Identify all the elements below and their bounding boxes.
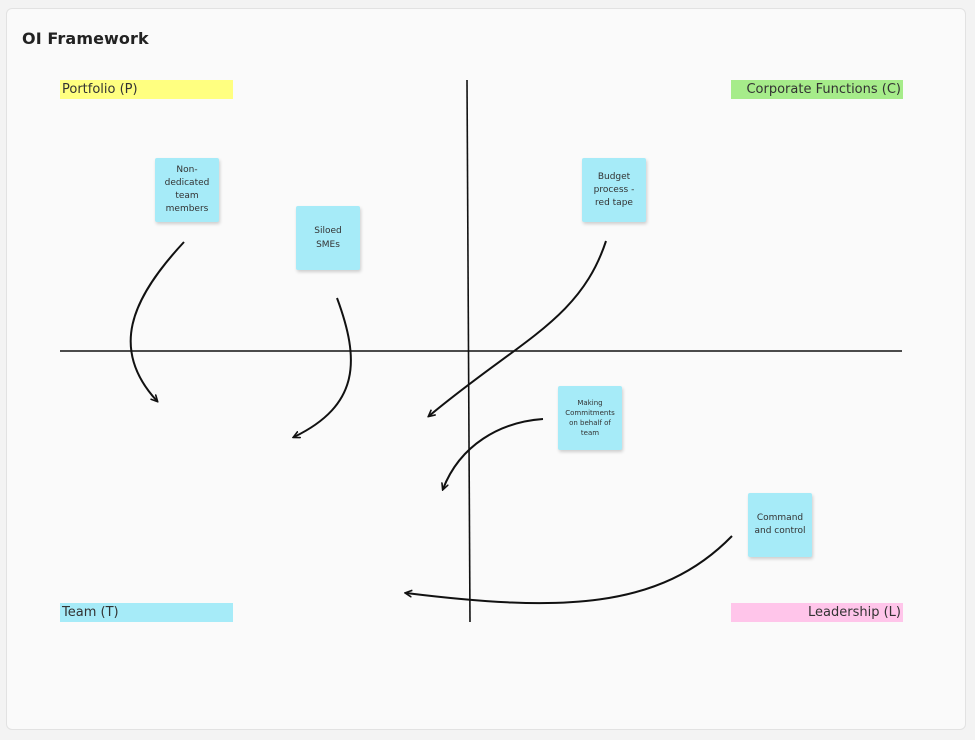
sticky-note-siloed-smes-text: Siloed SMEs — [314, 226, 342, 250]
sticky-note-non-dedicated[interactable]: Non-dedicated team members — [155, 158, 219, 222]
quadrant-label-portfolio[interactable]: Portfolio (P) — [60, 80, 233, 99]
sticky-note-command-control[interactable]: Command and control — [748, 493, 812, 557]
sticky-note-making-commitments-text: Making Commitments on behalf of team — [565, 399, 615, 437]
board-title: OI Framework — [22, 29, 149, 48]
quadrant-label-leadership-text: Leadership (L) — [808, 605, 901, 620]
quadrant-label-corporate-text: Corporate Functions (C) — [746, 82, 901, 97]
sticky-note-command-control-text: Command and control — [754, 513, 806, 536]
arrow-making-commitments-to-team[interactable] — [443, 418, 544, 489]
quadrant-label-team-text: Team (T) — [62, 605, 119, 620]
quadrant-label-corporate[interactable]: Corporate Functions (C) — [731, 80, 903, 99]
sticky-note-budget-process[interactable]: Budget process - red tape — [582, 158, 646, 222]
sticky-note-siloed-smes[interactable]: Siloed SMEs — [296, 206, 360, 270]
quadrant-label-leadership[interactable]: Leadership (L) — [731, 603, 903, 622]
arrow-non-dedicated-to-team[interactable] — [129, 241, 185, 401]
quadrant-label-team[interactable]: Team (T) — [60, 603, 233, 622]
sticky-note-budget-process-text: Budget process - red tape — [593, 171, 635, 208]
sticky-note-making-commitments[interactable]: Making Commitments on behalf of team — [558, 386, 622, 450]
quadrant-label-portfolio-text: Portfolio (P) — [62, 82, 138, 97]
arrow-siloed-smes-to-team[interactable] — [294, 297, 352, 437]
arrow-budget-process-to-team[interactable] — [429, 240, 607, 416]
arrow-command-control-to-team[interactable] — [406, 535, 733, 605]
sticky-note-non-dedicated-text: Non-dedicated team members — [164, 165, 210, 214]
